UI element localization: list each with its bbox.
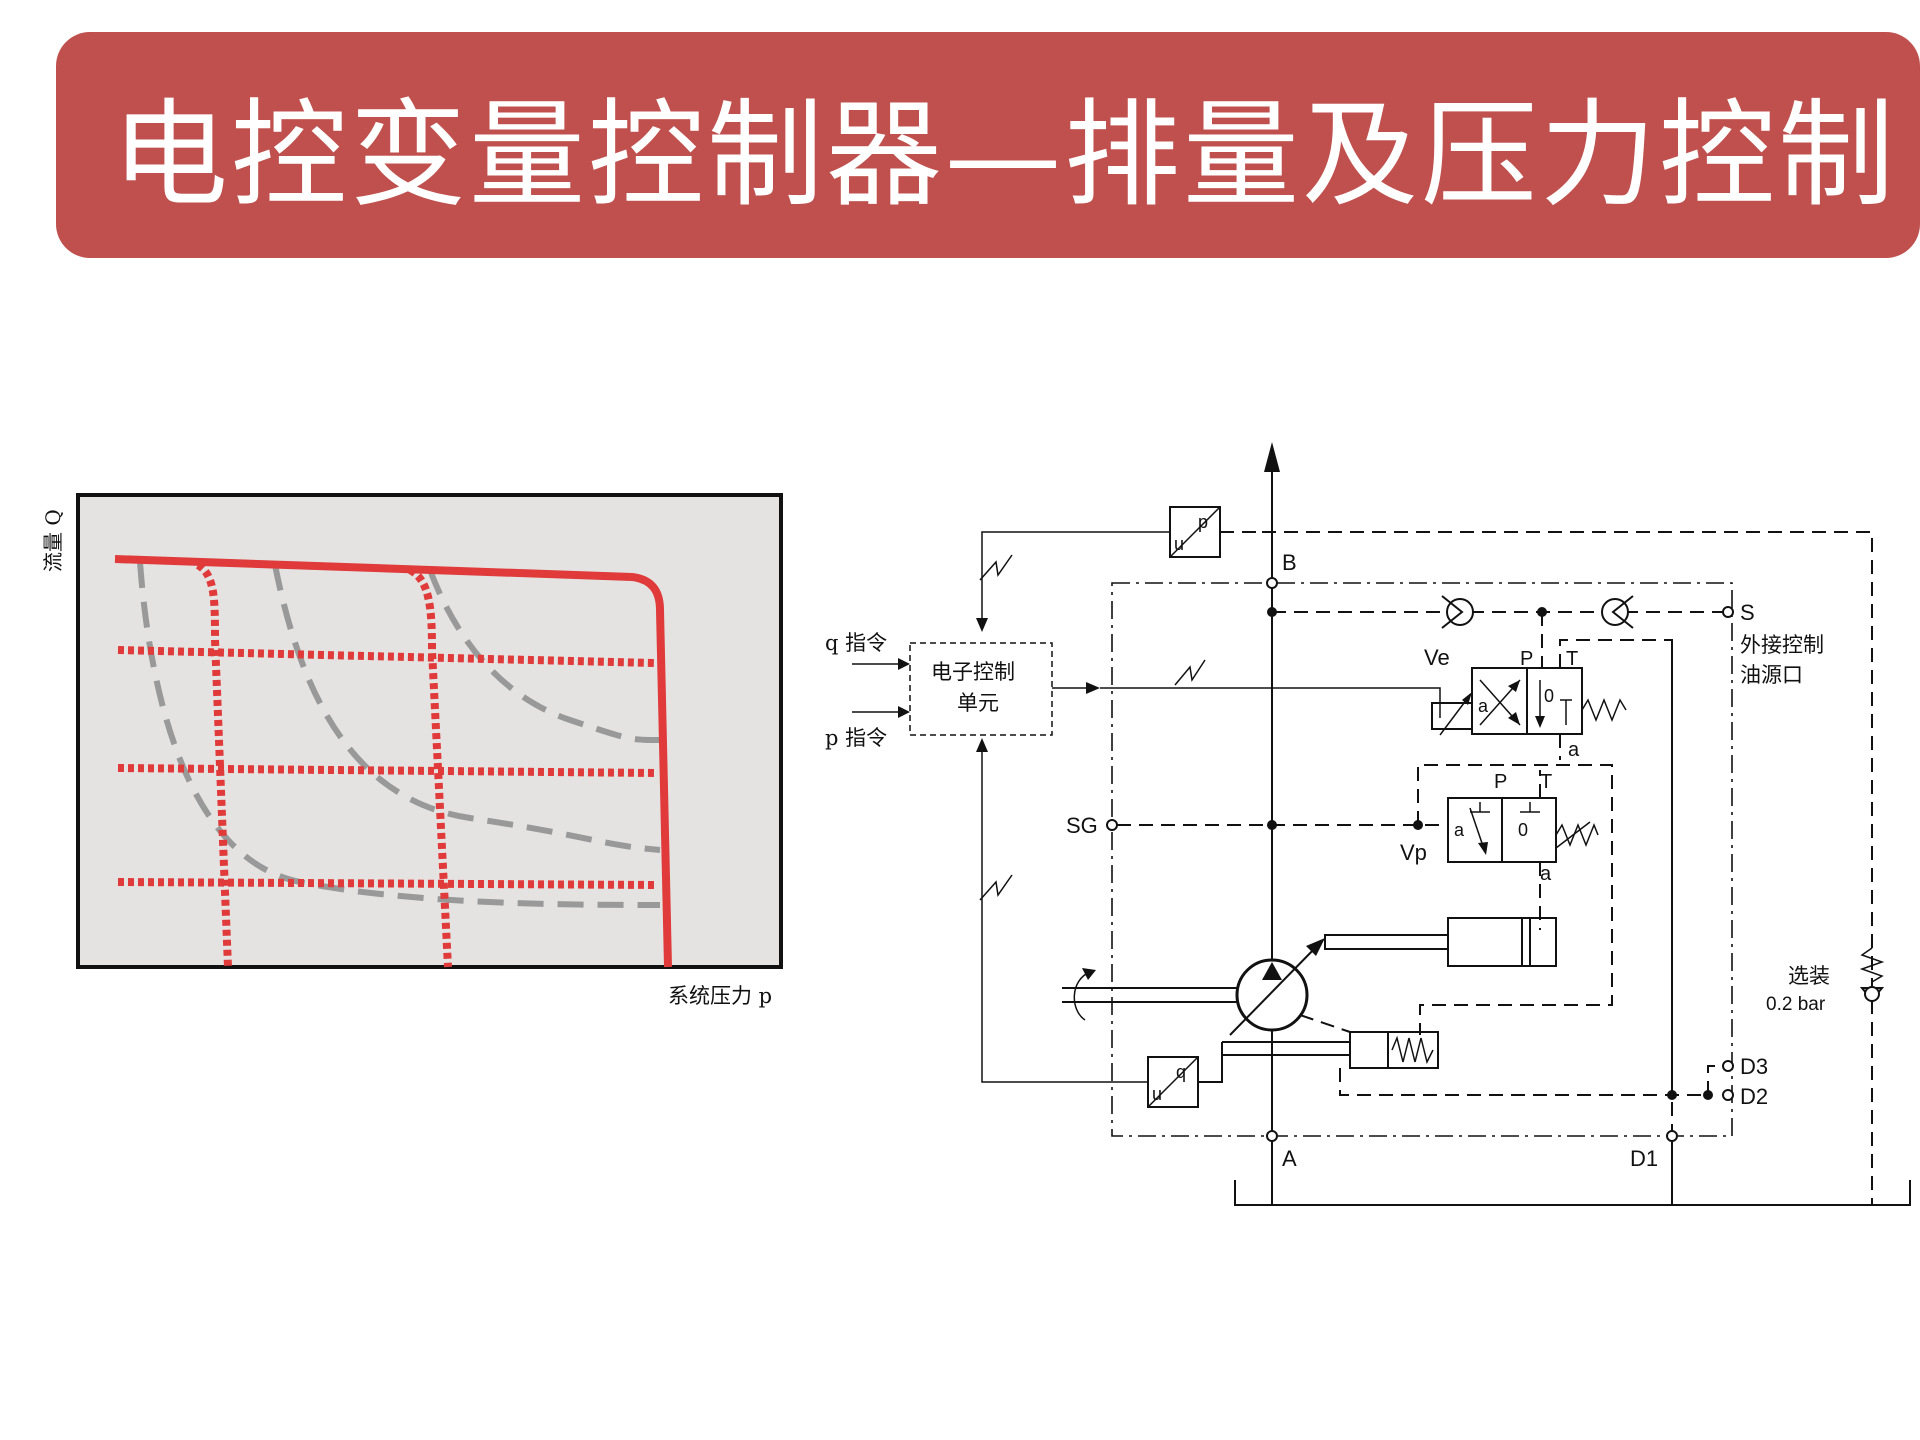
lightning-top (979, 554, 1013, 581)
control-cylinder-upper (1324, 917, 1557, 967)
ecu-label-1: 电子控制 (931, 660, 1015, 684)
control-block-frame (1111, 582, 1733, 1137)
vp-p-label: P (1494, 771, 1507, 793)
port-d2-label: D2 (1740, 1084, 1768, 1109)
ve-p-label: P (1520, 648, 1533, 670)
svg-text:a: a (1478, 696, 1489, 716)
port-s-label: S (1740, 600, 1755, 625)
drive-shaft (1062, 987, 1238, 1003)
outer-drain-line (1262, 531, 1873, 1205)
p-command-label: p 指令 (825, 726, 887, 750)
svg-text:0: 0 (1544, 686, 1554, 706)
dotted-v-1 (195, 561, 232, 968)
svg-text:q: q (1176, 1062, 1186, 1082)
dashed-curve-3 (427, 568, 661, 743)
svg-text:0: 0 (1518, 820, 1528, 840)
optional-check-valve (1859, 947, 1885, 1002)
dashed-curve-2 (272, 564, 661, 853)
check-valve-2 (1601, 595, 1634, 629)
control-cylinder-lower (1222, 1031, 1439, 1069)
dotted-v-2 (407, 566, 452, 968)
vp-t-label: T (1540, 771, 1552, 793)
chart-plot-area (76, 493, 783, 969)
port-a (1266, 1130, 1278, 1142)
bar-label: 0.2 bar (1766, 994, 1826, 1015)
port-b-label: B (1282, 550, 1297, 575)
y-axis-label: 流量 Q (41, 509, 65, 572)
port-d1 (1666, 1130, 1678, 1142)
tank-line (1234, 1180, 1911, 1206)
hydraulic-schematic: u p 电子控制 单元 q 指令 p 指令 B (825, 442, 1911, 1206)
sensor-signal-top (981, 531, 1170, 625)
flow-pressure-chart: 流量 Q 系统压力 p (41, 493, 783, 1008)
svg-text:p: p (1198, 512, 1208, 532)
port-d3-label: D3 (1740, 1054, 1768, 1079)
pressure-sensor: u p (1169, 506, 1221, 558)
optional-label: 选装 (1788, 964, 1830, 988)
port-d1-label: D1 (1630, 1146, 1658, 1171)
lightning-bottom (979, 874, 1013, 901)
svg-text:a: a (1454, 820, 1465, 840)
check-valve-1 (1441, 595, 1474, 629)
ext-source-label-1: 外接控制 (1740, 633, 1824, 657)
ve-label: Ve (1424, 645, 1450, 670)
dotted-h-3 (117, 878, 659, 889)
vp-label: Vp (1400, 840, 1427, 865)
port-sg (1106, 819, 1118, 831)
port-d2 (1722, 1089, 1734, 1101)
q-command-label: q 指令 (825, 631, 887, 655)
vp-a-label: a (1540, 863, 1552, 885)
x-axis-label: 系统压力 p (668, 984, 772, 1008)
page-title: 电控变量控制器—排量及压力控制 (112, 88, 1897, 223)
svg-text:u: u (1174, 534, 1184, 554)
ve-t-label: T (1566, 648, 1578, 670)
port-d3 (1722, 1060, 1734, 1072)
main-flow-curve (114, 555, 672, 968)
ext-source-label-2: 油源口 (1740, 663, 1803, 687)
lightning-mid (1174, 659, 1206, 686)
ecu-box (909, 642, 1053, 736)
port-sg-label: SG (1066, 813, 1098, 838)
svg-text:u: u (1152, 1084, 1162, 1104)
ecu-label-2: 单元 (957, 691, 999, 715)
flow-arrow-up (1264, 442, 1280, 472)
port-a-label: A (1282, 1146, 1297, 1171)
port-b (1266, 577, 1278, 589)
valve-vp: a 0 (1447, 797, 1599, 863)
sensor-signal-bottom (981, 745, 1148, 1083)
valve-ve: a 0 (1431, 667, 1627, 736)
dotted-h-2 (117, 764, 659, 777)
port-s (1722, 606, 1734, 618)
variable-pump (1229, 938, 1325, 1036)
title-banner: 电控变量控制器—排量及压力控制 (56, 32, 1920, 258)
rotation-arrow (1073, 971, 1091, 1021)
ve-a-label: a (1568, 739, 1580, 761)
ecu-to-valve (1100, 687, 1441, 718)
flow-sensor: u q (1147, 1056, 1199, 1108)
